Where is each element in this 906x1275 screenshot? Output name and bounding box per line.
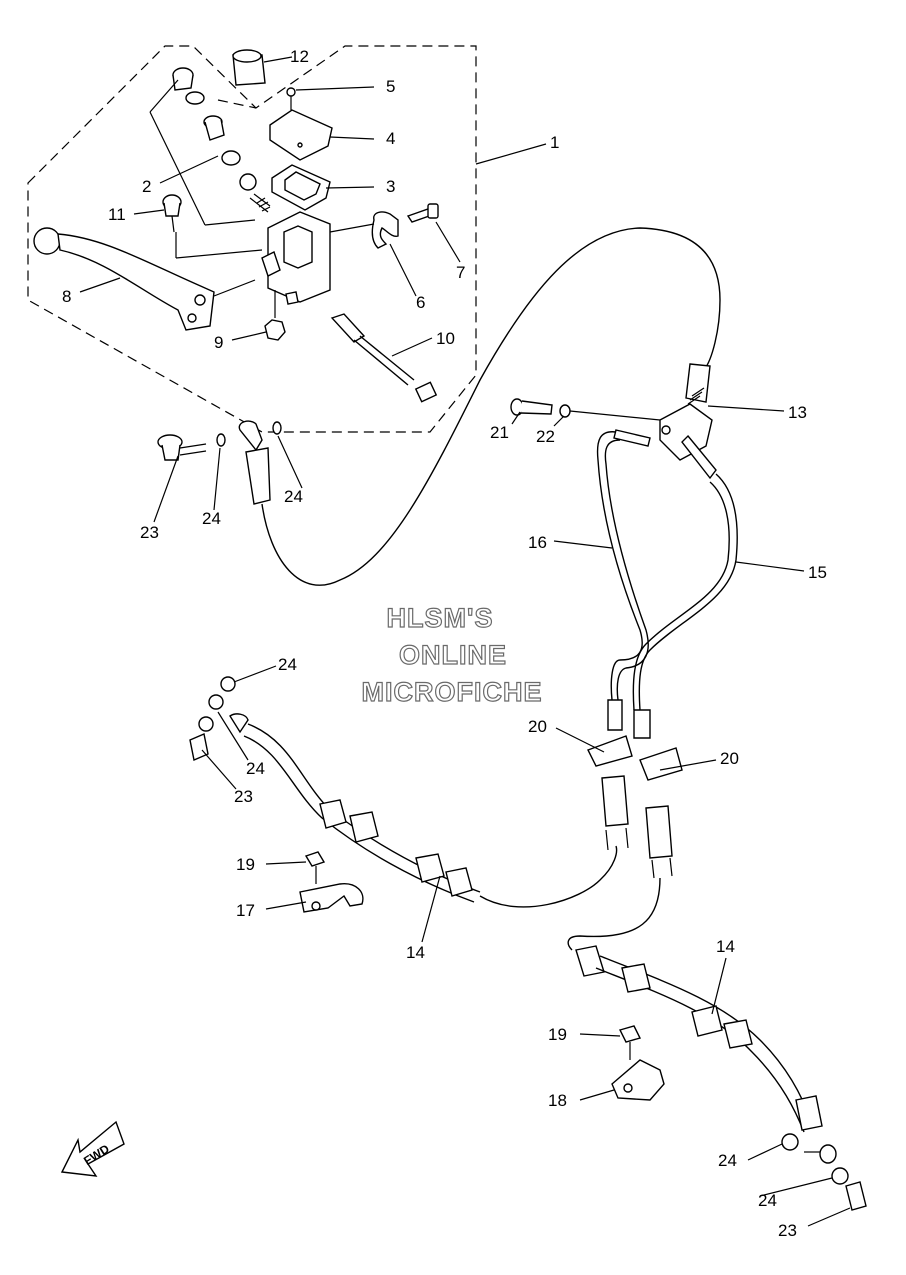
pipe-fittings xyxy=(607,699,651,739)
brake-pipe-16 xyxy=(596,429,651,701)
holder-part xyxy=(329,211,399,249)
callout-23b: 23 xyxy=(234,787,253,806)
pipe-clamp-left xyxy=(587,735,633,767)
callout-24c: 24 xyxy=(278,655,297,674)
callout-24a: 24 xyxy=(284,487,303,506)
callout-12: 12 xyxy=(290,47,309,66)
callout-19a: 19 xyxy=(236,855,255,874)
cap-part xyxy=(232,49,266,86)
brake-pipe-15 xyxy=(632,434,738,711)
hose-bracket-18 xyxy=(611,1059,665,1101)
bracket-bolt-19-upper xyxy=(304,851,326,884)
callout-10: 10 xyxy=(436,329,455,348)
screw-part-5 xyxy=(286,87,296,110)
callout-5: 5 xyxy=(386,77,395,96)
callout-6: 6 xyxy=(416,293,425,312)
brake-hose-right xyxy=(567,877,867,1211)
assembly-boundary xyxy=(27,45,477,433)
callout-1: 1 xyxy=(550,133,559,152)
bracket-bolt-19-lower xyxy=(618,1025,642,1060)
upper-brake-hose xyxy=(238,227,721,586)
hose-fitting-right xyxy=(645,805,673,879)
hose-bracket-17 xyxy=(299,883,364,913)
fwd-arrow-icon: FWD xyxy=(60,1120,125,1177)
callout-17: 17 xyxy=(236,901,255,920)
brake-switch-part xyxy=(330,313,438,403)
pipe-clamp-right xyxy=(639,747,683,781)
master-cylinder-body xyxy=(261,211,331,305)
watermark: HLSM'S ONLINE MICROFICHE xyxy=(361,602,543,707)
watermark-line3: MICROFICHE xyxy=(362,677,543,707)
diaphragm-part xyxy=(271,164,331,211)
callout-24f: 24 xyxy=(758,1191,777,1210)
brake-hose-left xyxy=(189,676,618,908)
holder-bolt-part xyxy=(406,203,439,223)
callout-labels: 12 5 4 1 3 2 11 7 6 8 9 10 13 21 22 16 1… xyxy=(62,47,827,1240)
callout-20a: 20 xyxy=(528,717,547,736)
callout-15: 15 xyxy=(808,563,827,582)
callout-20b: 20 xyxy=(720,749,739,768)
nut-part xyxy=(264,290,286,341)
callout-3: 3 xyxy=(386,177,395,196)
callout-11: 11 xyxy=(108,205,126,224)
banjo-bolt-upper xyxy=(157,421,282,461)
callout-19b: 19 xyxy=(548,1025,567,1044)
callout-14a: 14 xyxy=(406,943,425,962)
callout-9: 9 xyxy=(214,333,223,352)
callout-14b: 14 xyxy=(716,937,735,956)
callout-16: 16 xyxy=(528,533,547,552)
callout-22: 22 xyxy=(536,427,555,446)
leader-lines xyxy=(79,56,851,1227)
brake-lever-part xyxy=(33,227,256,331)
hose-fitting-left xyxy=(601,775,629,851)
callout-13: 13 xyxy=(788,403,807,422)
watermark-line1: HLSM'S xyxy=(387,603,494,633)
assembly-notch xyxy=(217,99,257,109)
callout-8: 8 xyxy=(62,287,71,306)
reservoir-cover-part xyxy=(269,109,333,161)
callout-24d: 24 xyxy=(246,759,265,778)
callout-18: 18 xyxy=(548,1091,567,1110)
callout-23c: 23 xyxy=(778,1221,797,1240)
callout-21: 21 xyxy=(490,423,509,442)
watermark-line2: ONLINE xyxy=(399,640,507,670)
callout-2: 2 xyxy=(142,177,151,196)
callout-23a: 23 xyxy=(140,523,159,542)
callout-24b: 24 xyxy=(202,509,221,528)
callout-7: 7 xyxy=(456,263,465,282)
union-bolt-21 xyxy=(510,398,661,421)
callout-4: 4 xyxy=(386,129,395,148)
callout-24e: 24 xyxy=(718,1151,737,1170)
piston-kit-part xyxy=(149,67,271,226)
pivot-bolt-part xyxy=(162,194,263,259)
brake-junction-block xyxy=(659,387,713,461)
